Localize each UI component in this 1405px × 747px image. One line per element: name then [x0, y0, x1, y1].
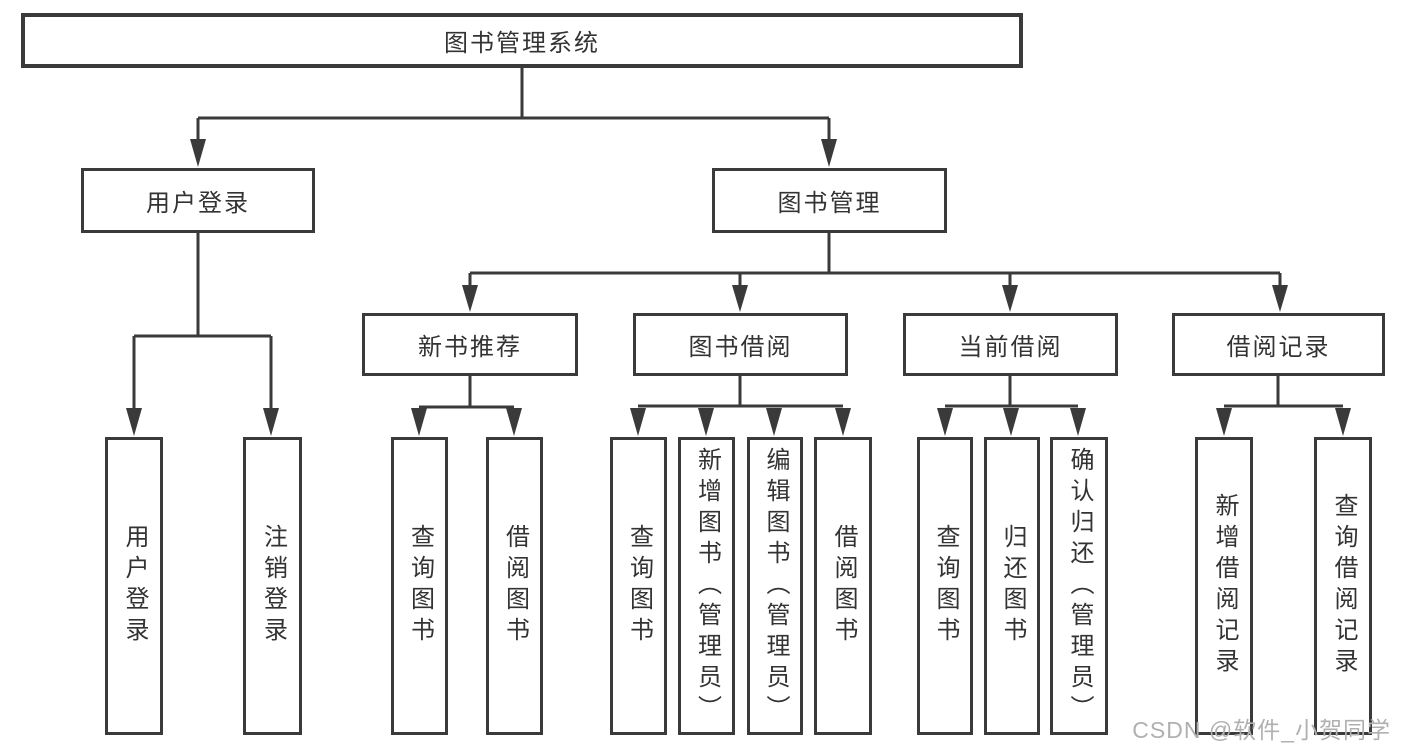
node-book-borrow-label: 图书借阅 [688, 334, 793, 361]
node-user-login-label: 用户登录 [146, 190, 250, 217]
leaf-logout-label: 注销登录 [259, 524, 287, 648]
leaf-confirm-return-admin-label: 确认归还（管理员） [1066, 446, 1093, 726]
node-root-label: 图书管理系统 [444, 30, 600, 57]
node-current-borrow: 当前借阅 [903, 313, 1118, 376]
node-book-management: 图书管理 [712, 168, 947, 233]
node-book-borrow: 图书借阅 [633, 313, 848, 376]
leaf-add-books-admin: 新增图书（管理员） [678, 437, 735, 735]
leaf-edit-books-admin: 编辑图书（管理员） [747, 437, 803, 735]
leaf-query-books-recommend-label: 查询图书 [406, 524, 434, 648]
leaf-borrow-books-recommend-label: 借阅图书 [501, 524, 529, 648]
leaf-user-login-label: 用户登录 [121, 524, 148, 648]
leaf-add-borrow-record: 新增借阅记录 [1195, 437, 1253, 735]
node-borrow-records: 借阅记录 [1172, 313, 1385, 376]
leaf-edit-books-admin-label: 编辑图书（管理员） [762, 446, 789, 726]
node-current-borrow-label: 当前借阅 [958, 334, 1063, 361]
node-book-management-label: 图书管理 [777, 190, 882, 217]
node-new-book-recommend: 新书推荐 [362, 313, 578, 376]
leaf-borrow-books-label: 借阅图书 [830, 524, 857, 648]
leaf-query-borrow-record-label: 查询借阅记录 [1330, 493, 1357, 679]
node-borrow-records-label: 借阅记录 [1226, 334, 1331, 361]
leaf-query-books-recommend: 查询图书 [391, 437, 448, 735]
watermark: CSDN @软件_小贺同学 [1132, 717, 1391, 743]
leaf-return-books: 归还图书 [984, 437, 1040, 735]
leaf-borrow-books-recommend: 借阅图书 [486, 437, 543, 735]
leaf-query-books-current: 查询图书 [917, 437, 973, 735]
leaf-query-borrow-record: 查询借阅记录 [1314, 437, 1372, 735]
node-new-book-recommend-label: 新书推荐 [418, 334, 522, 361]
leaf-user-login: 用户登录 [105, 437, 163, 735]
leaf-confirm-return-admin: 确认归还（管理员） [1050, 437, 1108, 735]
leaf-query-books-current-label: 查询图书 [932, 524, 959, 648]
leaf-borrow-books: 借阅图书 [814, 437, 872, 735]
leaf-add-borrow-record-label: 新增借阅记录 [1211, 493, 1238, 679]
leaf-logout: 注销登录 [243, 437, 302, 735]
leaf-return-books-label: 归还图书 [999, 524, 1026, 648]
leaf-query-books-borrow-label: 查询图书 [625, 524, 653, 648]
leaf-query-books-borrow: 查询图书 [610, 437, 667, 735]
arrowheads [126, 139, 1351, 436]
node-root: 图书管理系统 [21, 13, 1023, 68]
node-user-login: 用户登录 [81, 168, 315, 233]
leaf-add-books-admin-label: 新增图书（管理员） [693, 446, 721, 726]
